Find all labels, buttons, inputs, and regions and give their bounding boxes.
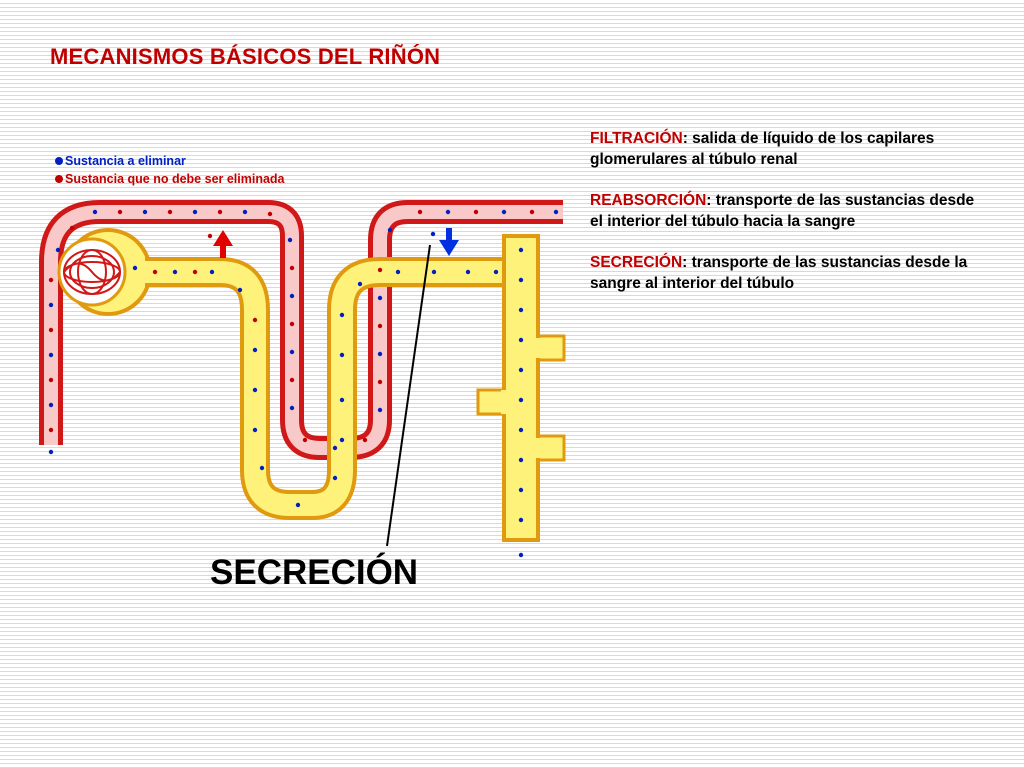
legend-item-eliminate: Sustancia a eliminar: [55, 152, 285, 170]
capillary: [39, 200, 563, 460]
pointer-line: [386, 244, 431, 547]
secrecion-label: SECRECIÓN: [210, 553, 419, 592]
legend: Sustancia a eliminar Sustancia que no de…: [55, 152, 285, 188]
legend-label-eliminate: Sustancia a eliminar: [65, 154, 186, 168]
definition-term: REABSORCIÓN: [590, 192, 707, 209]
reabsorption-arrow-icon: [207, 230, 233, 258]
definitions: FILTRACIÓN: salida de líquido de los cap…: [590, 128, 990, 314]
definition-term: SECRECIÓN: [590, 254, 683, 271]
blue-dot-icon: [55, 157, 63, 165]
capillary-inner: [44, 205, 563, 455]
definition-term: FILTRACIÓN: [590, 130, 683, 147]
definition-text: : transporte de las sustancias desde el …: [590, 192, 975, 230]
tubule: [145, 257, 510, 520]
legend-item-keep: Sustancia que no debe ser eliminada: [55, 170, 285, 188]
bowman-capsule: [57, 228, 152, 316]
page-title: MECANISMOS BÁSICOS DEL RIÑÓN: [50, 44, 441, 69]
tubule-inner: [145, 261, 510, 516]
definition-text: : salida de líquido de los capilares glo…: [590, 130, 935, 168]
glomerulus: [63, 249, 121, 295]
red-dot-icon: [55, 175, 63, 183]
definition-secrecion: SECRECIÓN: transporte de las sustancias …: [590, 252, 990, 294]
definition-reabsorcion: REABSORCIÓN: transporte de las sustancia…: [590, 190, 990, 232]
definition-filtracion: FILTRACIÓN: salida de líquido de los cap…: [590, 128, 990, 170]
substance-dots: [48, 209, 559, 558]
secretion-arrow-icon: [430, 228, 459, 256]
legend-label-keep: Sustancia que no debe ser eliminada: [65, 172, 285, 186]
definition-text: : transporte de las sustancias desde la …: [590, 254, 968, 292]
tubule-outer: [145, 257, 510, 520]
